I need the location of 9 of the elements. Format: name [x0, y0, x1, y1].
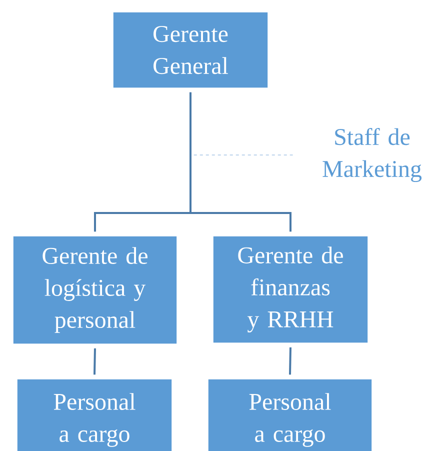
connector-line	[94, 348, 96, 375]
org-box: Personal a cargo	[16, 378, 172, 451]
org-box: Gerente General	[112, 12, 268, 88]
org-box: Gerente de logística y personal	[12, 236, 178, 344]
connector-line	[190, 92, 292, 232]
org-box: Personal a cargo	[208, 378, 372, 451]
staff-label: Staff de Marketing	[322, 128, 422, 182]
org-box: Gerente de finanzas y RRHH	[212, 236, 368, 344]
connector-line	[289, 347, 292, 375]
